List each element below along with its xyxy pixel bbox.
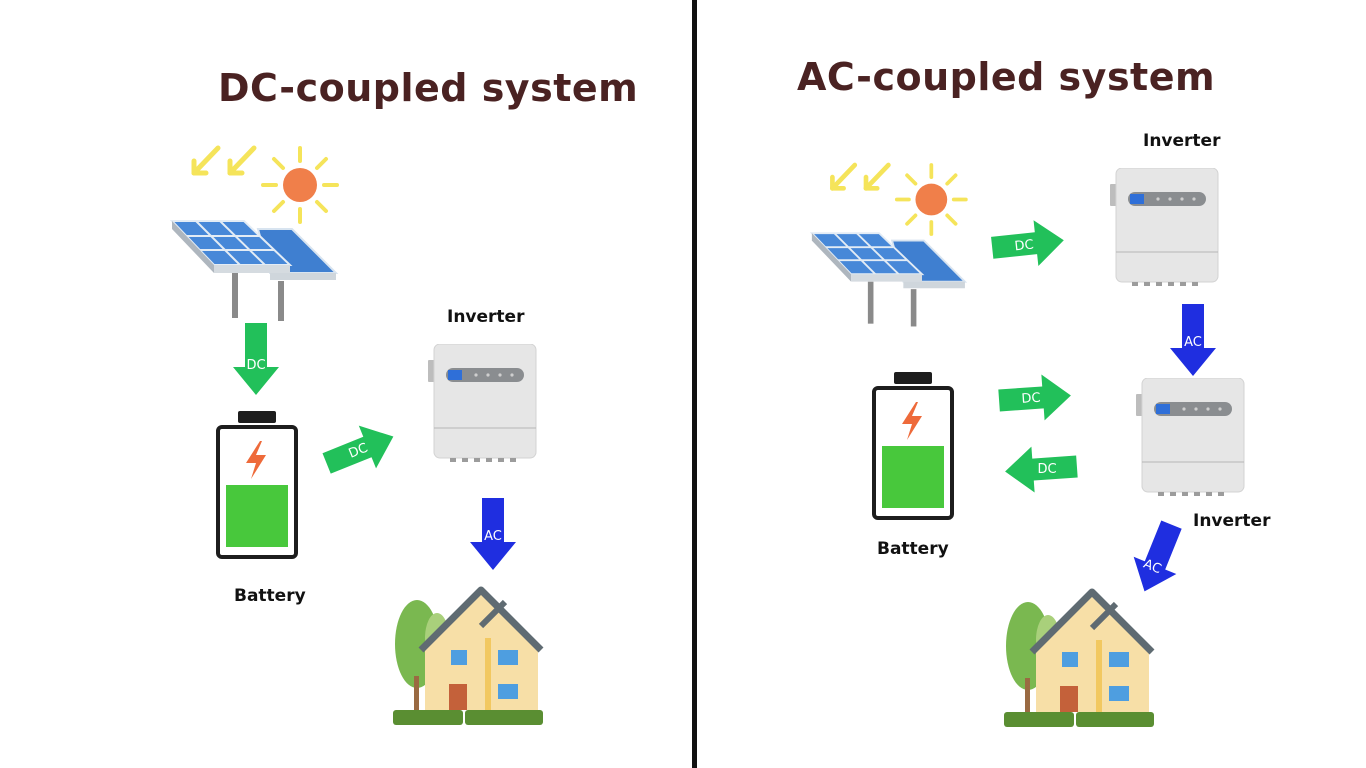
- dc-coupled-panel: DC-coupled system DC Battery DC Inverter…: [0, 66, 639, 768]
- ac-arrow-inverter-to-house: AC: [470, 498, 516, 570]
- arrow-label: DC: [1014, 237, 1035, 254]
- dc-arrow-panel-to-inverter: DC: [989, 217, 1067, 271]
- battery-label: Battery: [877, 539, 949, 559]
- dc-arrow-battery-to-inverter: DC: [997, 372, 1073, 424]
- dc-arrow-inverter-to-battery: DC: [1003, 443, 1079, 495]
- inverter-icon: [1136, 378, 1248, 503]
- inverter-bottom-label: Inverter: [1193, 511, 1271, 531]
- arrow-label: DC: [1021, 391, 1041, 407]
- inverter-icon: [1110, 168, 1222, 293]
- house-icon: [1004, 588, 1156, 730]
- arrow-label: DC: [1037, 462, 1056, 477]
- arrow-label: DC: [246, 358, 265, 373]
- ac-coupled-panel: AC-coupled system DC Inverter AC Inverte…: [698, 0, 1366, 768]
- battery-icon: [872, 372, 954, 520]
- house-icon: [393, 586, 545, 728]
- inverter-label: Inverter: [447, 307, 525, 327]
- battery-label: Battery: [234, 586, 306, 606]
- arrow-label: AC: [484, 529, 502, 544]
- solar-panel-icon: [810, 160, 978, 338]
- ac-coupled-title: AC-coupled system: [797, 55, 1216, 99]
- arrow-label: DC: [347, 441, 370, 462]
- dc-coupled-title: DC-coupled system: [218, 66, 639, 110]
- inverter-top-label: Inverter: [1143, 131, 1221, 151]
- dc-arrow-panel-to-battery: DC: [233, 323, 279, 395]
- ac-arrow-inverter-to-inverter: AC: [1170, 304, 1216, 376]
- ac-arrow-inverter-to-house: AC: [1123, 516, 1193, 600]
- dc-arrow-battery-to-inverter: DC: [318, 415, 402, 485]
- inverter-icon: [428, 344, 540, 469]
- battery-icon: [216, 411, 298, 559]
- panel-divider: [692, 0, 697, 768]
- arrow-label: AC: [1184, 335, 1202, 350]
- arrow-label: AC: [1141, 557, 1163, 578]
- solar-panel-icon: [170, 143, 350, 333]
